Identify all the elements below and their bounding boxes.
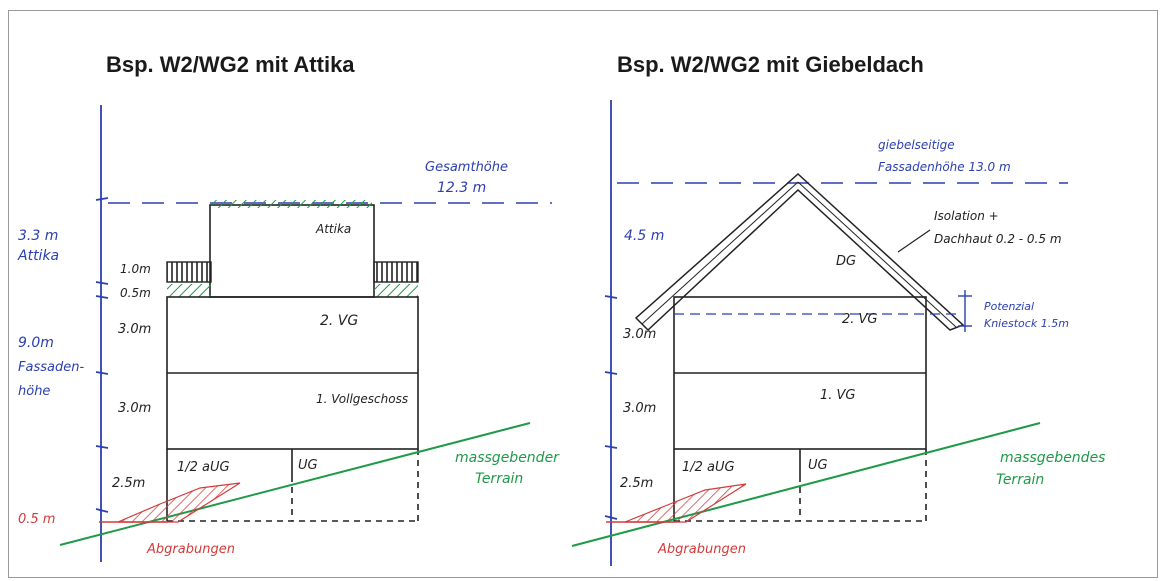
- right-floor2-height: 3.0m: [623, 327, 656, 342]
- left-floor-2vg: 2. VG: [320, 313, 358, 329]
- right-terrain-label-1: massgebendes: [1000, 450, 1105, 466]
- left-parapet-left: [166, 261, 212, 283]
- potential-line1: Potenzial: [984, 300, 1034, 313]
- left-floor-1vg: 1. Vollgeschoss: [316, 392, 408, 406]
- right-ug: UG: [808, 458, 828, 473]
- left-floor1-height: 3.0m: [118, 401, 151, 416]
- insulation-line1: Isolation +: [934, 209, 999, 223]
- left-floor2-height: 3.0m: [118, 322, 151, 337]
- left-terrain-label-1: massgebender: [455, 450, 560, 466]
- gable-label-line1: giebelseitige: [878, 138, 955, 152]
- attika-height-value: 3.3 m: [18, 228, 58, 244]
- insulation-line2: Dachhaut 0.2 - 0.5 m: [934, 232, 1062, 246]
- right-dimension-ticks: [604, 295, 618, 520]
- left-parapet-hatch-left: [167, 284, 211, 297]
- facade-height-value: 9.0m: [18, 335, 54, 351]
- left-parapet-right: [373, 261, 419, 283]
- right-half-ug: 1/2 aUG: [682, 460, 735, 475]
- left-diagram: Gesamthöhe 12.3 m 3.3 m Attika Attika 1.…: [17, 105, 560, 562]
- right-diagram-title: Bsp. W2/WG2 mit Giebeldach: [617, 52, 924, 77]
- left-half-ug: 1/2 aUG: [177, 460, 230, 475]
- left-dimension-ticks: [95, 197, 109, 513]
- right-excavation-hatch: [624, 483, 747, 523]
- right-floor-1vg: 1. VG: [820, 388, 856, 403]
- attika-height-word: Attika: [17, 248, 59, 264]
- left-ug: UG: [298, 458, 318, 473]
- right-basement-height: 2.5m: [620, 476, 653, 491]
- left-basement-height: 2.5m: [112, 476, 145, 491]
- roof-height-value: 4.5 m: [624, 228, 664, 244]
- left-h-0-5: 0.5m: [120, 286, 151, 300]
- right-floor1-height: 3.0m: [623, 401, 656, 416]
- insulation-leader: [897, 229, 931, 253]
- facade-label-line2: höhe: [18, 384, 50, 399]
- left-diagram-title: Bsp. W2/WG2 mit Attika: [106, 52, 355, 77]
- attika-box: [209, 204, 375, 298]
- dg-label: DG: [836, 254, 856, 269]
- roof-inner-line-right: [797, 181, 957, 328]
- attika-room-label: Attika: [315, 222, 351, 236]
- right-excavation-label: Abgrabungen: [657, 542, 746, 557]
- gable-label-line2: Fassadenhöhe 13.0 m: [878, 160, 1011, 174]
- right-floor-2vg: 2. VG: [842, 312, 878, 327]
- left-excavation-depth: 0.5 m: [18, 512, 55, 527]
- right-terrain-label-2: Terrain: [996, 472, 1044, 488]
- attika-roof-hatch: [212, 200, 372, 208]
- left-excavation-label: Abgrabungen: [146, 542, 235, 557]
- left-h-1-0: 1.0m: [120, 262, 151, 276]
- right-diagram: giebelseitige Fassadenhöhe 13.0 m 4.5 m …: [571, 100, 1105, 566]
- potential-line2: Kniestock 1.5m: [984, 317, 1069, 330]
- roof-inner-line-left: [641, 181, 799, 325]
- left-terrain-line: [59, 422, 531, 546]
- right-terrain-line: [571, 422, 1041, 547]
- left-total-height-value: 12.3 m: [437, 180, 486, 196]
- left-total-height-label: Gesamthöhe: [425, 160, 508, 175]
- left-terrain-label-2: Terrain: [475, 471, 523, 487]
- left-parapet-hatch-right: [374, 284, 418, 297]
- facade-label-line1: Fassaden-: [18, 360, 84, 375]
- gable-roof: [634, 172, 965, 332]
